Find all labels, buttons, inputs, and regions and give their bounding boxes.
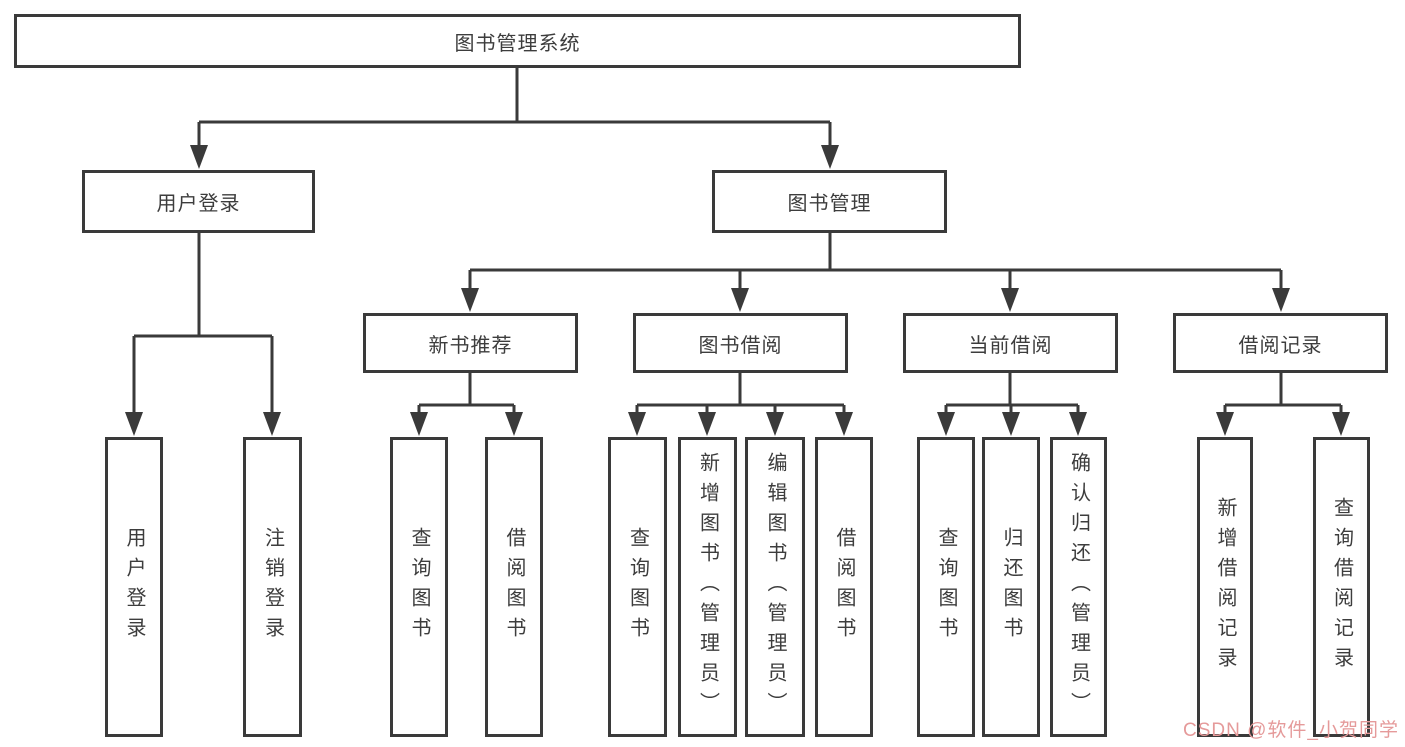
node-label: 借阅图书 bbox=[503, 527, 525, 647]
node-query-borrowing-record: 查询借阅记录 bbox=[1313, 437, 1370, 737]
node-label: 图书管理 bbox=[787, 193, 872, 215]
node-label: 图书借阅 bbox=[698, 334, 783, 357]
node-borrow-books-borrowing: 借阅图书 bbox=[815, 437, 873, 737]
node-label: 查询借阅记录 bbox=[1330, 497, 1353, 677]
node-label: 归还图书 bbox=[1000, 527, 1022, 647]
node-label: 查询图书 bbox=[935, 527, 957, 647]
node-label: 新增借阅记录 bbox=[1214, 497, 1236, 677]
node-return-books: 归还图书 bbox=[982, 437, 1040, 737]
node-label: 查询图书 bbox=[408, 527, 430, 647]
node-borrow-books-recommend: 借阅图书 bbox=[485, 437, 543, 737]
node-edit-books-admin: 编辑图书（管理员） bbox=[745, 437, 805, 737]
node-library-system: 图书管理系统 bbox=[14, 14, 1021, 68]
node-label: 编辑图书（管理员） bbox=[764, 452, 786, 722]
node-add-books-admin: 新增图书（管理员） bbox=[678, 437, 737, 737]
node-query-books-recommend: 查询图书 bbox=[390, 437, 448, 737]
node-label: 查询图书 bbox=[626, 527, 649, 647]
node-logout-action: 注销登录 bbox=[243, 437, 302, 737]
node-label: 新书推荐 bbox=[428, 334, 513, 357]
node-query-books-current: 查询图书 bbox=[917, 437, 975, 737]
node-label: 用户登录 bbox=[123, 527, 145, 647]
node-user-login-action: 用户登录 bbox=[105, 437, 163, 737]
node-query-books-borrowing: 查询图书 bbox=[608, 437, 667, 737]
node-book-borrowing: 图书借阅 bbox=[633, 313, 848, 373]
node-borrowing-records: 借阅记录 bbox=[1173, 313, 1388, 373]
node-label: 图书管理系统 bbox=[454, 32, 581, 55]
node-label: 注销登录 bbox=[261, 527, 284, 647]
node-new-book-recommendation: 新书推荐 bbox=[363, 313, 578, 373]
watermark: CSDN @软件_小贺同学 bbox=[1183, 720, 1399, 741]
node-add-borrowing-record: 新增借阅记录 bbox=[1197, 437, 1253, 737]
node-user-login: 用户登录 bbox=[82, 170, 315, 233]
node-confirm-return-admin: 确认归还（管理员） bbox=[1050, 437, 1107, 737]
node-label: 新增图书（管理员） bbox=[696, 452, 719, 722]
node-label: 借阅记录 bbox=[1238, 334, 1323, 357]
node-label: 借阅图书 bbox=[833, 527, 855, 647]
node-book-management: 图书管理 bbox=[712, 170, 947, 233]
node-label: 当前借阅 bbox=[968, 334, 1053, 357]
node-label: 用户登录 bbox=[156, 193, 241, 215]
node-current-borrowing: 当前借阅 bbox=[903, 313, 1118, 373]
node-label: 确认归还（管理员） bbox=[1067, 452, 1090, 722]
